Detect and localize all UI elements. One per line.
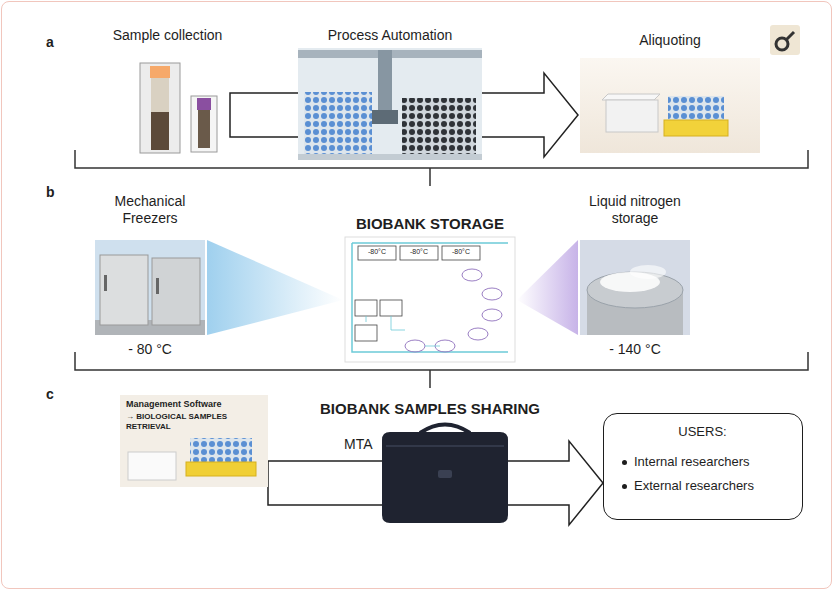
transport-bag-photo: [386, 445, 504, 447]
floor-plan: [405, 340, 425, 352]
image-panel: BIOBANK STORAGE: [343, 215, 517, 365]
software-photo: [128, 452, 176, 480]
floor-plan: [380, 300, 402, 316]
aliquot-rack-photo: [668, 96, 724, 122]
logo-icon: [770, 25, 800, 55]
box-heading: USERS:: [604, 424, 801, 440]
software-photo: [120, 395, 268, 487]
transport-bag-photo: [420, 425, 470, 434]
floor-plan: [355, 300, 377, 316]
bullet-dot: [622, 484, 627, 489]
floor-plan: [345, 237, 515, 362]
aliquot-rack-photo: [606, 100, 658, 132]
freezer-photo: [100, 255, 148, 325]
blood-tubes-photo: [140, 63, 180, 153]
users-box: USERS: Internal researchersExternal resea…: [603, 413, 803, 520]
blood-tubes-photo: [150, 66, 170, 78]
blood-tubes-photo: [198, 110, 210, 148]
section-title: BIOBANK STORAGE: [343, 215, 517, 233]
panel-heading: Mechanical Freezers: [93, 193, 207, 227]
user-item: External researchers: [634, 478, 771, 494]
panel-heading: Aliquoting: [578, 32, 762, 49]
floor-plan: [442, 246, 480, 260]
nitrogen-tank-photo: [580, 240, 690, 335]
freezer-photo: [156, 278, 159, 294]
freezer-label: -80°C: [400, 248, 438, 256]
temperature-label: - 80 °C: [93, 341, 207, 358]
panel-heading: Process Automation: [298, 27, 482, 44]
blood-tubes-photo: [197, 98, 211, 110]
aliquot-rack-photo: [580, 58, 760, 153]
image-panel: Management Software → BIOLOGICAL SAMPLES …: [120, 395, 268, 487]
software-caption: Management Software: [126, 399, 262, 410]
software-photo: [120, 395, 268, 487]
panel-bracket: [75, 150, 808, 186]
panel-letter: b: [46, 184, 60, 201]
panel-letter: a: [46, 34, 60, 51]
temperature-label: - 140 °C: [578, 341, 692, 358]
image-panel: BIOBANK SAMPLES SHARING MTA: [300, 400, 560, 528]
nitrogen-tank-photo: [587, 272, 683, 308]
floor-plan: [462, 269, 482, 281]
mta-label: MTA: [344, 436, 378, 453]
aliquot-rack-photo: [664, 120, 728, 136]
floor-plan: [468, 328, 488, 340]
floor-plan: [352, 243, 508, 352]
funnel-arrow: [517, 240, 578, 335]
blood-tubes-photo: [151, 112, 169, 150]
blood-tubes-photo: [140, 63, 217, 153]
image-panel: Liquid nitrogen storage - 140 °C: [578, 193, 692, 363]
aliquot-rack-photo: [602, 94, 660, 100]
blood-tubes-photo: [151, 78, 169, 150]
bullet-dot: [622, 460, 627, 465]
floor-plan: [482, 309, 502, 321]
user-item: Internal researchers: [634, 454, 771, 470]
panel-bracket: [75, 150, 808, 388]
freezer-label: -80°C: [442, 248, 480, 256]
floor-plan: [355, 325, 377, 341]
automation-photo: [378, 50, 392, 120]
software-caption: → BIOLOGICAL SAMPLES RETRIEVAL: [126, 412, 262, 431]
blood-tubes-photo: [191, 96, 217, 152]
nitrogen-tank-photo: [630, 265, 666, 279]
automation-photo: [298, 48, 482, 160]
floor-plan: [405, 269, 502, 352]
floor-plan: [482, 288, 502, 300]
floor-plan: [358, 246, 396, 260]
image-panel: Mechanical Freezers - 80 °C: [93, 193, 207, 363]
freezer-photo: [104, 275, 107, 291]
aliquot-rack-photo: [580, 58, 760, 153]
transport-bag-photo: [382, 425, 508, 524]
image-panel: Sample collection: [105, 25, 230, 155]
image-panel: Process Automation: [298, 25, 482, 162]
freezer-photo: [152, 258, 200, 325]
panel-heading: Liquid nitrogen storage: [578, 193, 692, 227]
automation-photo: [402, 98, 476, 154]
funnel-arrow: [207, 240, 343, 335]
transport-bag-photo: [438, 470, 452, 478]
automation-photo: [372, 110, 398, 124]
panel-letter: c: [46, 386, 60, 403]
logo-icon: [770, 25, 800, 55]
automation-photo: [304, 92, 372, 154]
automation-photo: [298, 48, 482, 160]
freezer-photo: [95, 240, 205, 335]
software-photo: [186, 462, 256, 476]
floor-plan: [345, 237, 515, 362]
nitrogen-tank-photo: [580, 240, 690, 335]
image-panel: Aliquoting: [578, 30, 762, 154]
freezer-photo: [95, 240, 205, 335]
automation-photo: [298, 154, 482, 160]
floor-plan: [366, 316, 440, 346]
logo-icon: [786, 32, 794, 40]
floor-plan: [400, 246, 438, 260]
panel-heading: Sample collection: [105, 27, 230, 44]
freezer-label: -80°C: [358, 248, 396, 256]
transport-bag-photo: [382, 432, 508, 523]
software-photo: [190, 438, 252, 464]
section-title: BIOBANK SAMPLES SHARING: [300, 400, 560, 418]
